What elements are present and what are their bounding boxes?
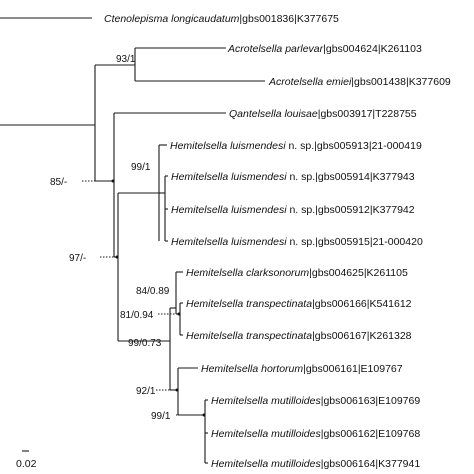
- taxon-label: Qantelsella louisae|gbs003917|T228755: [229, 108, 417, 120]
- taxon-label: Hemitelsella luismendesi n. sp.|gbs00591…: [171, 236, 423, 248]
- taxon-label: Hemitelsella mutilloides|gbs006163|E1097…: [211, 395, 420, 407]
- support-clark-trans: 84/0.89: [136, 286, 170, 297]
- support-south-clade: 99/0.73: [128, 338, 162, 349]
- taxon-label: Hemitelsella mutilloides|gbs006164|K3779…: [211, 458, 420, 470]
- support-dot-hort-mut: [175, 388, 179, 392]
- support-hemitelsella: 97/-: [69, 253, 86, 264]
- support-mutilloides: 99/1: [151, 411, 171, 422]
- support-luismendesi: 99/1: [131, 162, 151, 173]
- taxon-label: Ctenolepisma longicaudatum|gbs001836|K37…: [104, 13, 339, 25]
- support-dot-mutilloides: [202, 413, 206, 417]
- taxon-label: Acrotelsella parlevar|gbs004624|K261103: [227, 43, 422, 55]
- support-acrotelsella: 93/1: [116, 54, 136, 65]
- taxon-label: Hemitelsella transpectinata|gbs006167|K2…: [186, 330, 412, 342]
- taxon-label: Hemitelsella transpectinata|gbs006166|K5…: [186, 298, 412, 310]
- support-dot-qant-hemi: [111, 179, 115, 183]
- support-transpectinata: 81/0.94: [120, 310, 154, 321]
- taxon-label: Hemitelsella luismendesi n. sp.|gbs00591…: [170, 140, 422, 152]
- taxon-label: Hemitelsella luismendesi n. sp.|gbs00591…: [171, 204, 415, 216]
- support-qant-hemi: 85/-: [50, 177, 67, 188]
- taxon-label: Hemitelsella clarksonorum|gbs004625|K261…: [186, 267, 408, 279]
- taxon-label: Hemitelsella hortorum|gbs006161|E109767: [201, 363, 403, 375]
- taxon-label: Hemitelsella luismendesi n. sp.|gbs00591…: [171, 171, 415, 183]
- support-hort-mut: 92/1: [136, 386, 156, 397]
- scale-bar-label: 0.02: [16, 458, 37, 470]
- taxon-label: Acrotelsella emiei|gbs001438|K377609: [268, 76, 451, 88]
- support-dot-hemitelsella: [115, 255, 119, 259]
- taxon-label: Hemitelsella mutilloides|gbs006162|E1097…: [211, 428, 420, 440]
- support-dot-transpectinata: [177, 312, 181, 316]
